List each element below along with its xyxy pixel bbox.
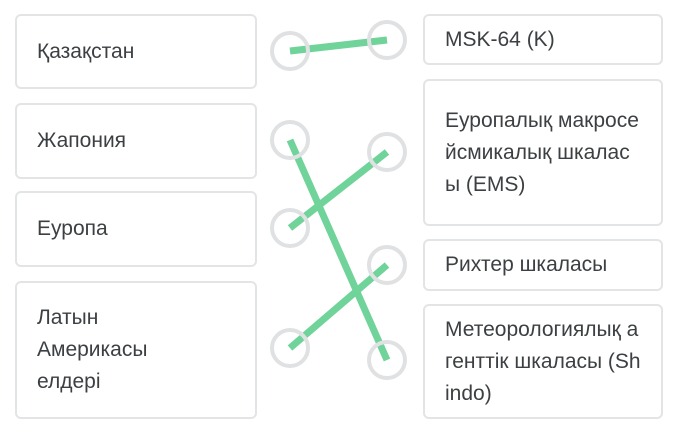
left-item-japan[interactable]: Жапония <box>15 103 257 179</box>
left-connector-dot[interactable] <box>270 31 310 71</box>
left-item-kazakhstan[interactable]: Қазақстан <box>15 14 257 89</box>
left-item-label: Қазақстан <box>37 39 135 63</box>
right-item-ems[interactable]: Еуропалық макросейсмикалық шкаласы (EMS) <box>423 79 663 226</box>
right-item-label: Рихтер шкаласы <box>445 253 608 276</box>
left-connector-dot[interactable] <box>270 208 310 248</box>
right-item-label: MSK-64 (K) <box>445 27 555 51</box>
left-connector-dot[interactable] <box>270 328 310 368</box>
connection-line <box>286 138 391 362</box>
right-item-msk64[interactable]: MSK-64 (K) <box>423 14 663 65</box>
right-item-richter[interactable]: Рихтер шкаласы <box>423 239 663 291</box>
left-item-latin-america[interactable]: Латын Америкасы елдері <box>15 281 257 419</box>
right-connector-dot[interactable] <box>367 245 407 285</box>
connection-line <box>287 262 390 351</box>
left-item-europe[interactable]: Еуропа <box>15 191 257 267</box>
left-connector-dot[interactable] <box>270 120 310 160</box>
left-item-label: Жапония <box>37 129 127 152</box>
left-item-label: Латын Америкасы елдері <box>37 306 148 393</box>
connection-line <box>287 149 390 231</box>
left-item-label: Еуропа <box>37 217 108 240</box>
right-item-label: Метеорологиялық агенттік шкаласы (Shindo… <box>445 317 641 405</box>
right-connector-dot[interactable] <box>367 132 407 172</box>
right-item-shindo[interactable]: Метеорологиялық агенттік шкаласы (Shindo… <box>423 304 663 419</box>
right-item-label: Еуропалық макросейсмикалық шкаласы (EMS) <box>445 108 639 196</box>
right-connector-dot[interactable] <box>367 340 407 380</box>
right-connector-dot[interactable] <box>367 20 407 60</box>
